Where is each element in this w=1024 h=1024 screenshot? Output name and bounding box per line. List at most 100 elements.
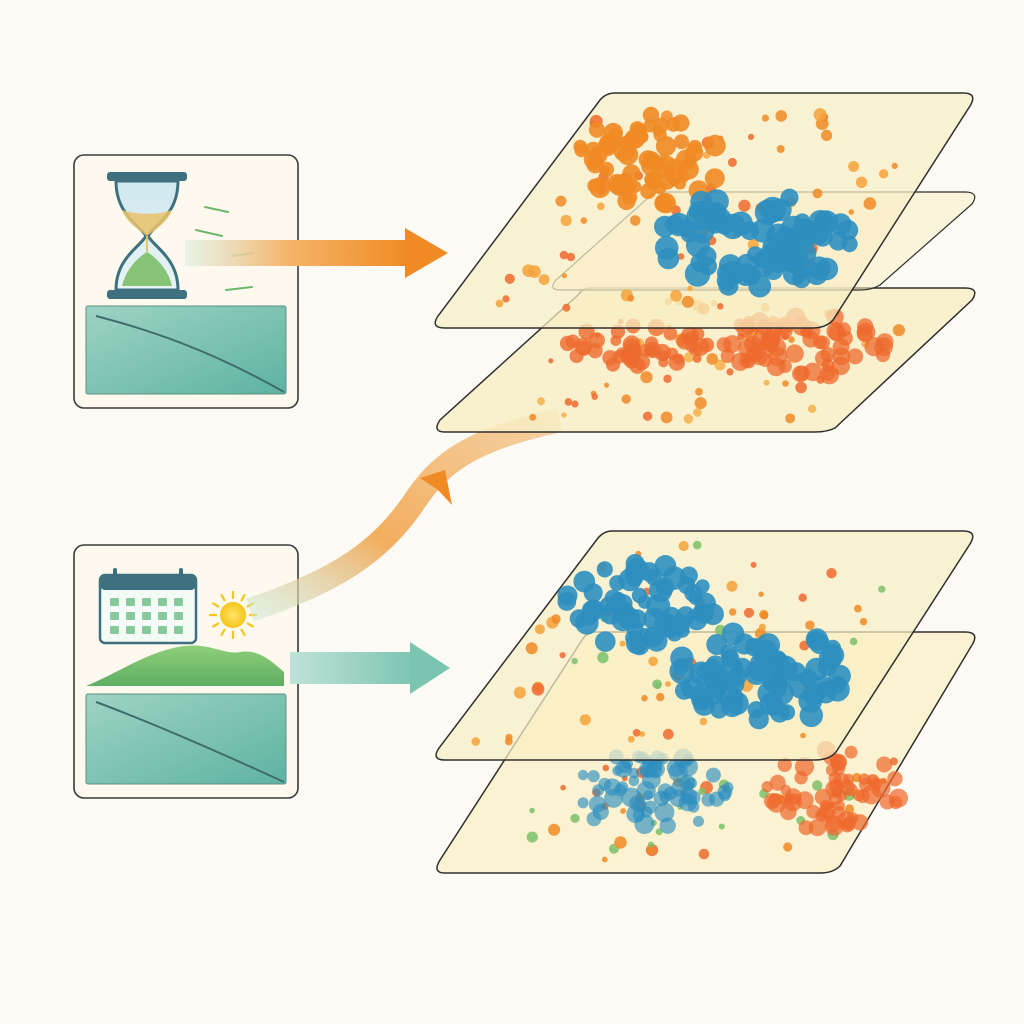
blue-cluster-dot: [654, 236, 679, 260]
bottom-flow-arrow: [290, 642, 450, 694]
calendar-icon: [98, 568, 198, 645]
scatter-dot: [471, 737, 481, 746]
blue-cluster-dot: [696, 246, 717, 266]
terrain-slope-icon: [85, 693, 287, 785]
orange-cluster-dot: [622, 189, 638, 205]
scatter-dot: [738, 199, 751, 212]
scatter-dot: [694, 397, 707, 410]
red-cluster-dot: [602, 350, 618, 366]
blue-cluster-dot: [604, 589, 623, 608]
red-cluster-dot: [851, 814, 869, 831]
scatter-dot: [855, 176, 868, 188]
blue-cluster-dot: [603, 778, 621, 796]
scatter-dot: [601, 856, 608, 863]
scatter-dot: [648, 841, 654, 848]
hourglass-icon: [107, 172, 187, 299]
sun-ray: [240, 593, 246, 602]
red-cluster-dot: [871, 778, 891, 798]
scatter-dot: [808, 404, 817, 413]
red-cluster-dot: [889, 788, 908, 808]
orange-cluster-dot: [617, 144, 639, 166]
red-cluster-dot: [874, 337, 893, 357]
scatter-dot: [775, 110, 787, 122]
red-cluster-dot: [859, 777, 874, 792]
scatter-dot: [642, 411, 653, 421]
blue-cluster-dot: [577, 769, 589, 781]
blue-cluster-dot: [770, 234, 795, 260]
scatter-dot: [627, 294, 635, 302]
scatter-dot: [640, 371, 653, 384]
scatter-dot: [647, 847, 655, 854]
scatter-dot: [854, 604, 862, 613]
blue-cluster-dot: [764, 697, 783, 716]
scatter-dot: [648, 656, 658, 667]
red-cluster-dot: [761, 781, 773, 793]
calendar-day-cell: [158, 598, 167, 606]
scatter-dot: [619, 640, 626, 647]
sun-ray: [246, 622, 254, 628]
red-cluster-dot: [777, 757, 792, 772]
sun-ray: [212, 622, 220, 628]
red-cluster-dot: [855, 789, 870, 804]
scatter-dot: [743, 607, 755, 618]
scatter-dot: [813, 108, 827, 122]
scatter-dot: [652, 679, 662, 689]
orange-cluster-dot: [658, 155, 676, 173]
scatter-dot: [670, 289, 682, 302]
orange-cluster-dot: [654, 193, 674, 213]
blue-cluster-dot: [748, 709, 769, 730]
scatter-dot: [785, 413, 796, 424]
red-cluster-dot: [845, 783, 858, 797]
red-cluster-dot: [832, 338, 850, 356]
red-cluster-dot: [769, 774, 786, 791]
orange-cluster-dot: [622, 179, 637, 194]
scatter-dot: [561, 273, 568, 279]
scatter-dot: [826, 568, 837, 579]
scatter-dot: [783, 842, 793, 852]
red-cluster-dot: [856, 326, 873, 342]
scatter-dot: [529, 807, 535, 814]
red-cluster-dot: [778, 359, 792, 373]
scatter-dot: [683, 352, 695, 363]
red-cluster-dot: [832, 806, 846, 820]
scatter-dot: [604, 382, 610, 388]
calendar-day-cell: [174, 598, 183, 606]
red-cluster-dot: [569, 349, 584, 364]
red-cluster-dot: [820, 347, 836, 362]
scatter-dot: [844, 804, 855, 814]
scatter-dot: [579, 714, 591, 726]
calendar-day-cell: [158, 612, 167, 620]
red-cluster-dot: [836, 322, 852, 337]
scatter-dot: [531, 682, 545, 696]
blue-cluster-dot: [763, 260, 784, 280]
scatter-dot: [504, 737, 513, 746]
scatter-dot: [632, 728, 641, 737]
scatter-dot: [761, 611, 769, 620]
hills-icon: [86, 645, 284, 686]
scatter-dot: [747, 133, 755, 140]
blue-cluster-dot: [702, 603, 724, 626]
calendar-day-cell: [110, 612, 119, 620]
blue-cluster-dot: [728, 211, 753, 236]
scatter-dot: [763, 379, 770, 386]
scatter-dot: [687, 285, 693, 292]
orange-cluster-dot: [638, 150, 658, 169]
orange-cluster-dot: [675, 149, 697, 171]
red-cluster-dot: [762, 337, 779, 353]
scatter-dot: [848, 209, 855, 215]
scatter-dot: [559, 250, 569, 260]
blue-cluster-dot: [705, 767, 721, 783]
orange-cluster-dot: [655, 136, 677, 157]
orange-cluster-dot: [629, 121, 645, 137]
orange-cluster-dot: [574, 143, 589, 158]
red-cluster-dot: [763, 793, 781, 810]
blue-cluster-dot: [625, 558, 649, 582]
scatter-dot: [630, 215, 641, 226]
scatter-dot: [538, 274, 550, 285]
blue-cluster-dot: [654, 802, 675, 823]
blue-cluster-dot: [837, 219, 859, 241]
scatter-dot: [706, 353, 718, 365]
scatter-dot: [614, 836, 627, 849]
blue-cluster-dot: [706, 634, 728, 655]
scatter-dot: [859, 617, 868, 626]
